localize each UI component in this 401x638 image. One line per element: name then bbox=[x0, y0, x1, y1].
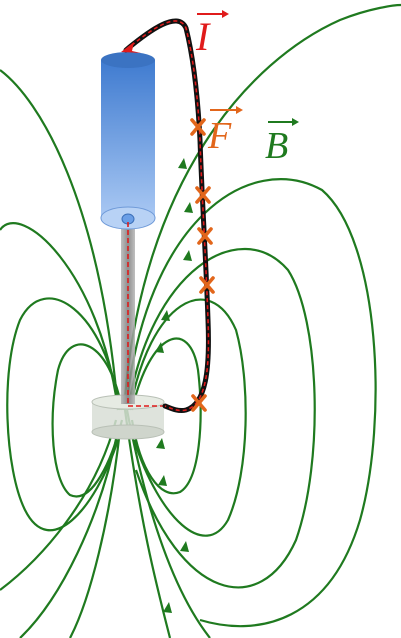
field-line-left-4 bbox=[0, 69, 120, 411]
field-arrow-icon bbox=[161, 310, 170, 321]
current-label-group: I bbox=[195, 10, 229, 59]
field-line-right-6 bbox=[125, 409, 211, 638]
magnetic-field-lines bbox=[0, 3, 401, 638]
field-line-left-7 bbox=[69, 429, 122, 638]
field-line-left-3 bbox=[0, 222, 120, 411]
field-arrow-icon bbox=[156, 438, 165, 449]
field-label-group: B bbox=[265, 118, 299, 167]
field-arrow-icon bbox=[155, 342, 164, 353]
field-line-inner-right bbox=[130, 337, 202, 495]
field-line-left-6 bbox=[19, 429, 120, 638]
field-arrow-icon bbox=[183, 250, 192, 261]
force-x-icon bbox=[199, 276, 215, 294]
field-line-left-2 bbox=[6, 297, 122, 532]
force-markers bbox=[190, 118, 215, 412]
vector-arrow-icon bbox=[222, 10, 229, 18]
field-line-right-2 bbox=[128, 298, 247, 537]
force-x-icon bbox=[197, 227, 213, 245]
bottom-disk bbox=[91, 394, 165, 440]
field-line-right-7 bbox=[123, 409, 172, 638]
field-arrow-icon bbox=[158, 475, 167, 486]
field-label: B bbox=[265, 125, 288, 167]
force-label: F bbox=[207, 115, 232, 157]
field-line-right-5 bbox=[122, 3, 401, 411]
field-line-left-5 bbox=[0, 419, 118, 591]
rod bbox=[121, 228, 135, 404]
vector-arrow-icon bbox=[292, 118, 299, 126]
current-arrow-icon bbox=[121, 42, 141, 53]
force-x-icon bbox=[195, 186, 211, 204]
field-direction-arrows bbox=[155, 158, 193, 613]
field-line-right-4 bbox=[124, 178, 377, 628]
force-x-icon bbox=[190, 118, 206, 136]
current-label: I bbox=[195, 14, 211, 59]
current-path-rod bbox=[127, 222, 165, 407]
field-line-inner-left bbox=[51, 343, 124, 498]
vector-arrow-icon bbox=[236, 106, 243, 114]
magnet-cylinder bbox=[100, 52, 156, 230]
field-arrow-icon bbox=[178, 158, 187, 169]
field-arrow-icon bbox=[180, 541, 189, 552]
field-arrow-icon bbox=[163, 602, 172, 613]
field-line-right-3 bbox=[126, 247, 316, 589]
wire-current-dashes bbox=[125, 20, 210, 412]
force-x-icon bbox=[191, 394, 207, 412]
field-arrow-icon bbox=[184, 202, 193, 213]
force-label-group: F bbox=[207, 106, 243, 157]
